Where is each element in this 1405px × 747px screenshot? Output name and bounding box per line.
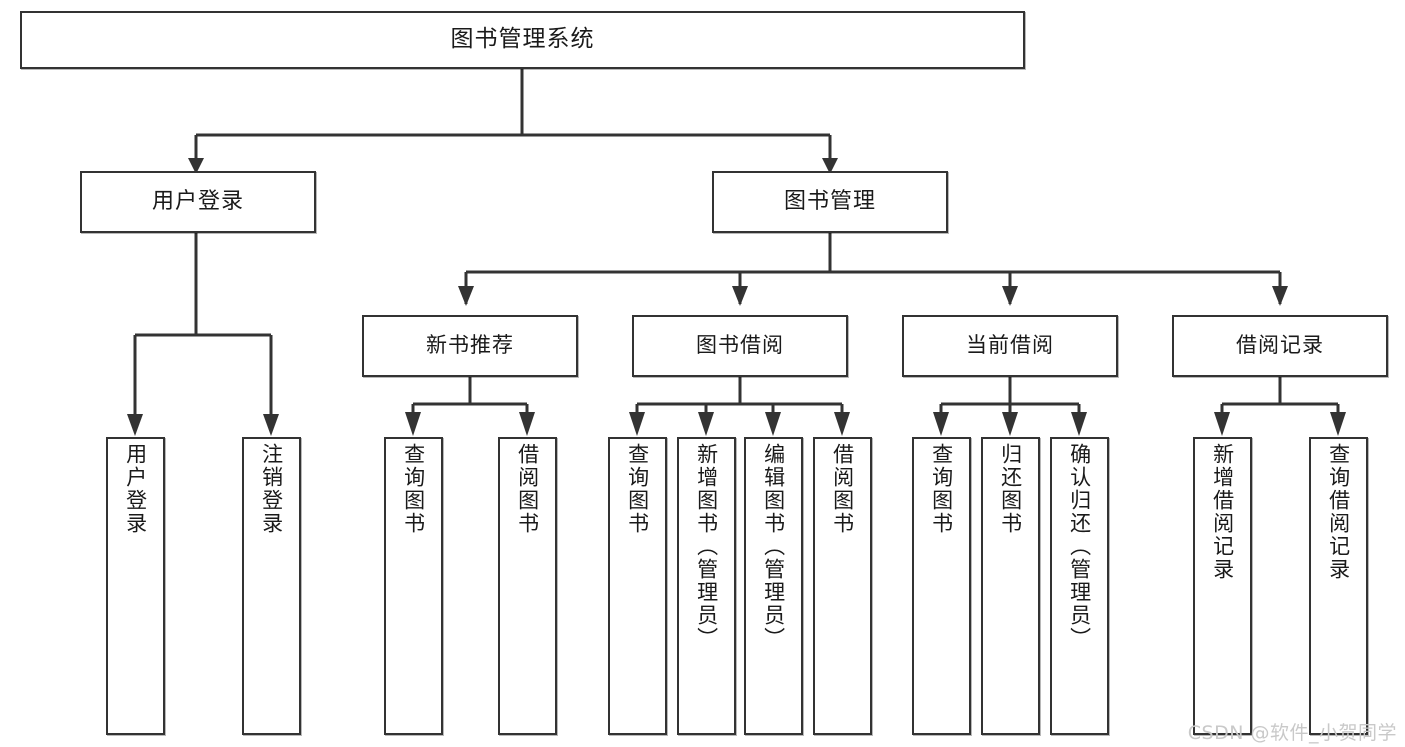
node-label: 归还图书	[998, 443, 1023, 535]
leaf-query-borrow-record[interactable]: 查询借阅记录	[1309, 437, 1368, 735]
node-borrowing-record[interactable]: 借阅记录	[1172, 315, 1388, 377]
arrowhead-leaf-1	[127, 414, 143, 436]
node-label: 查询图书	[401, 443, 426, 535]
leaf-user-login[interactable]: 用户登录	[106, 437, 165, 735]
node-label: 查询图书	[625, 443, 650, 535]
node-label: 借阅图书	[515, 443, 540, 535]
arrowhead-leaf-2	[263, 414, 279, 436]
leaf-borrow-book-newbook[interactable]: 借阅图书	[498, 437, 557, 735]
leaf-add-book-admin[interactable]: 新增图书（管理员）	[677, 437, 736, 735]
node-label: 图书借阅	[696, 333, 784, 358]
node-label: 新书推荐	[426, 333, 514, 358]
node-new-book-recommendation[interactable]: 新书推荐	[362, 315, 578, 377]
node-user-login[interactable]: 用户登录	[80, 171, 316, 233]
node-label: 用户登录	[151, 188, 244, 214]
node-label: 确认归还（管理员）	[1067, 443, 1092, 650]
arrowhead-leaf-3	[405, 412, 421, 436]
arrowhead-borrowrecord	[1272, 286, 1288, 306]
leaf-logout-login[interactable]: 注销登录	[242, 437, 301, 735]
node-label: 查询图书	[929, 443, 954, 535]
arrowhead-leaf-6	[698, 412, 714, 436]
arrowhead-currentborrow	[1002, 286, 1018, 306]
node-root-book-management-system[interactable]: 图书管理系统	[20, 11, 1025, 69]
leaf-confirm-return-admin[interactable]: 确认归还（管理员）	[1050, 437, 1109, 735]
leaf-query-book-borrow[interactable]: 查询图书	[608, 437, 667, 735]
node-label: 图书管理系统	[450, 26, 595, 53]
arrowhead-leaf-7	[765, 412, 781, 436]
arrowhead-bookborrow	[732, 286, 748, 306]
arrowhead-leaf-12	[1214, 412, 1230, 436]
arrowhead-leaf-11	[1071, 412, 1087, 436]
arrowhead-leaf-10	[1002, 412, 1018, 436]
arrowhead-leaf-9	[933, 412, 949, 436]
node-current-borrowing[interactable]: 当前借阅	[902, 315, 1118, 377]
arrowhead-leaf-13	[1330, 412, 1346, 436]
leaf-borrow-book[interactable]: 借阅图书	[813, 437, 872, 735]
node-label: 用户登录	[123, 443, 148, 535]
leaf-return-book[interactable]: 归还图书	[981, 437, 1040, 735]
node-label: 注销登录	[259, 443, 284, 535]
leaf-query-book-newbook[interactable]: 查询图书	[384, 437, 443, 735]
watermark: CSDN @软件_小贺同学	[1187, 722, 1397, 744]
node-book-borrowing[interactable]: 图书借阅	[632, 315, 848, 377]
arrowhead-leaf-5	[629, 412, 645, 436]
node-label: 借阅记录	[1236, 333, 1324, 358]
node-label: 当前借阅	[966, 333, 1054, 358]
node-label: 新增图书（管理员）	[694, 443, 719, 650]
leaf-edit-book-admin[interactable]: 编辑图书（管理员）	[744, 437, 803, 735]
arrowhead-leaf-4	[519, 412, 535, 436]
node-label: 编辑图书（管理员）	[761, 443, 786, 650]
arrowhead-newbook	[458, 286, 474, 306]
leaf-query-book-current[interactable]: 查询图书	[912, 437, 971, 735]
arrowhead-leaf-8	[834, 412, 850, 436]
node-label: 新增借阅记录	[1210, 443, 1235, 581]
node-book-management[interactable]: 图书管理	[712, 171, 948, 233]
leaf-add-borrow-record[interactable]: 新增借阅记录	[1193, 437, 1252, 735]
node-label: 查询借阅记录	[1326, 443, 1351, 581]
node-label: 图书管理	[783, 188, 876, 214]
node-label: 借阅图书	[830, 443, 855, 535]
